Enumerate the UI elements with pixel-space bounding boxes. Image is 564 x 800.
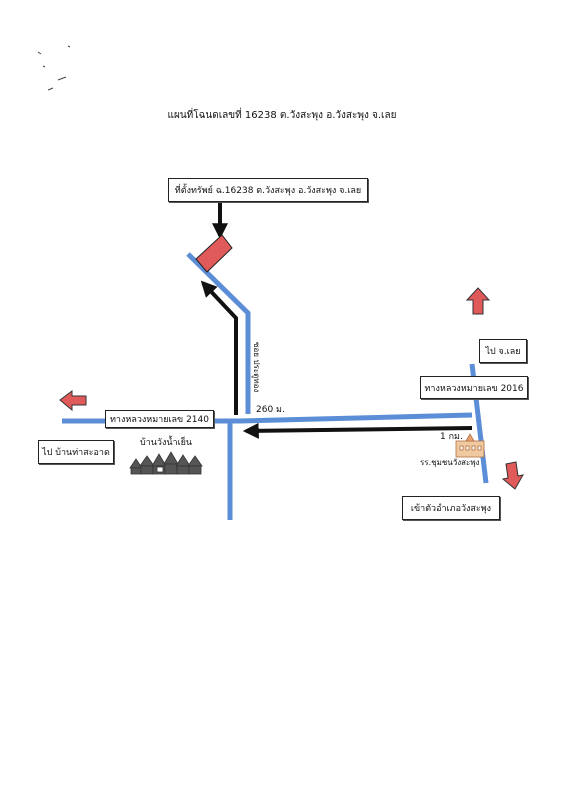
road-main-east bbox=[239, 412, 473, 424]
to-ban-tha-sa-at-label: ไป บ้านท่าสะอาด bbox=[42, 448, 110, 458]
direction-arrow-icon-south bbox=[501, 461, 524, 490]
route-arrow-north bbox=[200, 280, 238, 415]
to-ban-tha-sa-at-box: ไป บ้านท่าสะอาด bbox=[38, 440, 114, 464]
map-title: แผนที่โฉนดเลขที่ 16238 ต.วังสะพุง อ.วังส… bbox=[167, 110, 397, 121]
distance-1km-label: 1 กม. bbox=[440, 432, 463, 442]
property-location-box: ที่ตั้งทรัพย์ ฉ.16238 ต.วังสะพุง อ.วังสะ… bbox=[168, 178, 368, 202]
route-arrow-west bbox=[242, 422, 473, 439]
direction-arrows bbox=[59, 287, 524, 490]
road-2140-label: ทางหลวงหมายเลข 2140 bbox=[110, 415, 209, 425]
route-arrows bbox=[200, 203, 473, 439]
house-cluster-icon bbox=[129, 451, 203, 475]
property-location-label: ที่ตั้งทรัพย์ ฉ.16238 ต.วังสะพุง อ.วังสะ… bbox=[174, 186, 362, 196]
to-loei-box: ไป จ.เลย bbox=[479, 339, 527, 363]
school-building-icon bbox=[455, 433, 485, 458]
property-marker-icon bbox=[195, 234, 233, 273]
direction-arrow-icon-north bbox=[465, 287, 491, 315]
village-label: บ้านวังน้ำเย็น bbox=[140, 438, 193, 448]
school-label: รร.ชุมชนวังสะพุง bbox=[420, 458, 480, 467]
road-2140-box: ทางหลวงหมายเลข 2140 bbox=[105, 410, 214, 428]
distance-260-label: 260 ม. bbox=[256, 405, 285, 415]
to-loei-label: ไป จ.เลย bbox=[485, 347, 521, 357]
to-district-label: เข้าตัวอำเภอวังสะพุง bbox=[410, 504, 492, 514]
road-2016-label: ทางหลวงหมายเลข 2016 bbox=[424, 383, 524, 394]
soi-prathu-thong-road bbox=[186, 252, 251, 414]
road-2016-box: ทางหลวงหมายเลข 2016 bbox=[420, 376, 528, 399]
scan-marks bbox=[37, 45, 71, 91]
to-district-box: เข้าตัวอำเภอวังสะพุง bbox=[402, 496, 500, 520]
soi-prathu-thong-label: ซอย ประตูทอง bbox=[252, 342, 261, 393]
direction-arrow-icon-west bbox=[59, 390, 87, 412]
